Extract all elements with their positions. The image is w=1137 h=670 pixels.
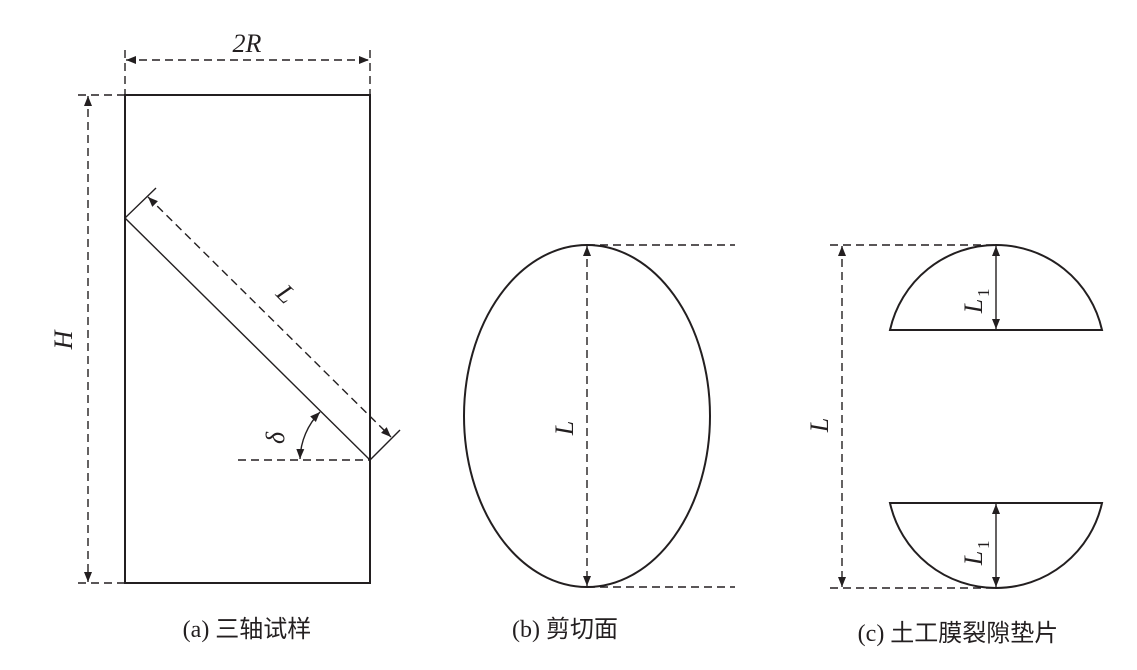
extension-line xyxy=(369,429,401,461)
angle-arc xyxy=(296,411,321,460)
panel-a-triaxial-specimen: 2R H L δ (a) 三轴试样 xyxy=(49,29,401,643)
caption-c: (c) 土工膜裂隙垫片 xyxy=(858,620,1059,647)
svg-text:L: L xyxy=(959,299,988,314)
svg-text:L: L xyxy=(959,551,988,566)
extension-line xyxy=(124,187,157,219)
caption-a: (a) 三轴试样 xyxy=(183,616,312,643)
panel-c-geomembrane-pads: L L 1 L 1 (c) 土工膜裂隙垫片 xyxy=(805,244,1104,647)
length-label: L xyxy=(550,421,579,436)
height-label: H xyxy=(49,329,78,350)
length-dimension xyxy=(147,196,392,438)
svg-text:1: 1 xyxy=(974,289,993,298)
svg-text:1: 1 xyxy=(974,541,993,550)
width-label: 2R xyxy=(233,29,262,58)
top-segment-label: L 1 xyxy=(959,289,993,315)
caption-b: (b) 剪切面 xyxy=(512,616,618,643)
bottom-pad-segment xyxy=(888,502,1104,589)
panel-b-shear-plane: L (b) 剪切面 xyxy=(463,244,735,643)
bottom-segment-label: L 1 xyxy=(959,541,993,567)
angle-label: δ xyxy=(261,431,290,444)
top-pad-segment xyxy=(888,244,1104,331)
length-label: L xyxy=(270,278,301,309)
shear-plane-line xyxy=(124,217,371,461)
length-label: L xyxy=(805,418,834,433)
